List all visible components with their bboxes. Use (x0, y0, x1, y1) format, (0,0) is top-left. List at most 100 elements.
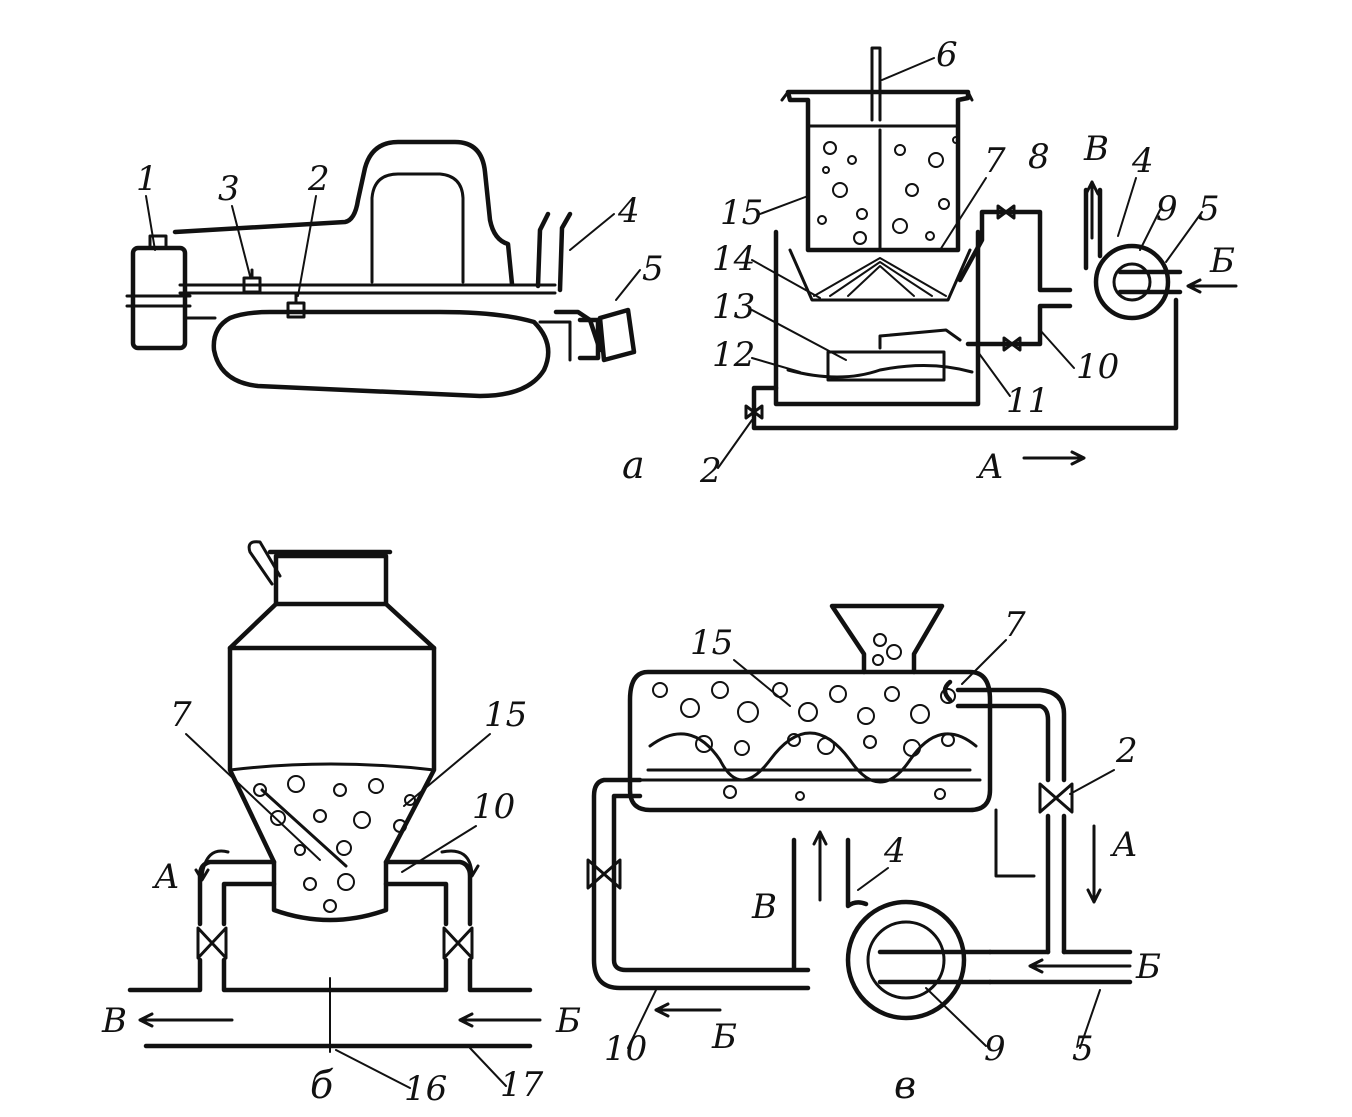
label-b: Б (1209, 241, 1235, 281)
engine-part-5 (577, 307, 637, 363)
hopper-fill-level (228, 762, 436, 772)
funnel (829, 603, 945, 675)
label-14: 14 (712, 239, 755, 279)
label-7: 7 (984, 141, 1006, 181)
label-b-c-left: Б (711, 1017, 737, 1057)
spray-cone-14 (788, 248, 972, 302)
pump-9-impeller (1112, 262, 1152, 302)
label-4: 4 (617, 191, 640, 231)
panel-b-hopper: 7 15 10 А В Б 16 17 б (101, 540, 581, 1109)
heater-unit-cap (125, 234, 192, 308)
label-5-c: 5 (1072, 1029, 1094, 1069)
label-10-c: 10 (604, 1029, 647, 1069)
label-5: 5 (642, 249, 664, 289)
label-15-b: 15 (484, 695, 527, 735)
drum-body (627, 669, 993, 813)
caption-a: а (622, 443, 645, 487)
label-2-c: 2 (1115, 731, 1138, 771)
track-outline (211, 309, 551, 399)
flow-arrow-a-b (194, 849, 230, 882)
flow-arrow-up-c (812, 830, 828, 902)
heater-unit-1 (130, 245, 188, 351)
label-17: 17 (500, 1065, 544, 1105)
label-10: 10 (1076, 347, 1119, 387)
flow-arrow-right-b (440, 849, 480, 878)
spray-nozzles-7 (813, 257, 947, 297)
leader-lines-left (145, 195, 641, 301)
label-b-b: Б (555, 1001, 581, 1041)
hopper-bubbles (253, 775, 416, 913)
valve-left-c (586, 858, 622, 890)
panel-a-right-schematic: 6 7 8 В 4 9 5 Б 15 14 13 12 10 11 2 А а (622, 35, 1238, 491)
inlet-5-pipe (987, 949, 1133, 985)
flow-arrow-v-b (138, 1012, 234, 1028)
hopper-handle (247, 540, 282, 586)
pump-inlet-5 (1117, 269, 1183, 295)
label-7-c: 7 (1004, 605, 1026, 645)
label-6: 6 (936, 35, 958, 75)
label-11: 11 (1006, 381, 1049, 421)
label-15: 15 (720, 193, 763, 233)
outer-chamber (773, 229, 981, 407)
label-2-bottom: 2 (699, 451, 722, 491)
flow-arrow-a (1022, 450, 1086, 466)
pump-9-c-hub (866, 920, 946, 1000)
hopper-top-cone (227, 601, 437, 651)
tank-body (785, 89, 971, 253)
pump-outlet-4-c (791, 837, 869, 971)
right-vertical-pipe (1045, 813, 1067, 955)
return-line (994, 808, 1036, 878)
tank-lid (780, 90, 974, 102)
outlet-pipe-left (197, 859, 277, 927)
drum-agitator (648, 731, 978, 784)
drum-grate (638, 768, 982, 782)
label-a-c: А (1110, 825, 1138, 865)
flow-arrow-v (1084, 180, 1100, 240)
label-3: 3 (218, 169, 240, 209)
flow-arrow-b-right-c (1028, 958, 1132, 974)
inlet-10-pipe (383, 859, 473, 927)
water-level-12 (786, 364, 974, 379)
panel-c-drum: 15 7 2 А 4 В Б Б 10 9 5 в (586, 603, 1161, 1107)
label-1: 1 (136, 159, 158, 199)
water-line (183, 316, 572, 362)
valve-8 (996, 204, 1016, 220)
vent-7 (942, 679, 1067, 783)
leader-lines-c (627, 639, 1115, 1049)
label-v-c: В (751, 887, 777, 927)
caption-b: б (310, 1063, 334, 1107)
hopper-lid (267, 549, 393, 607)
label-b-c-right: Б (1135, 947, 1161, 987)
fuel-line (178, 283, 557, 295)
pump-outlet-4 (1083, 187, 1103, 271)
label-5-right: 5 (1198, 189, 1220, 229)
label-a: А (976, 447, 1004, 487)
label-7-b: 7 (170, 695, 192, 735)
label-a-b: А (152, 857, 180, 897)
label-12: 12 (712, 335, 755, 375)
lower-pipes (127, 957, 533, 1049)
valve-11 (1002, 336, 1022, 352)
flow-arrow-b (1186, 278, 1238, 294)
drum-bubbles (652, 633, 956, 801)
label-9-c: 9 (984, 1029, 1006, 1069)
label-v-b: В (101, 1001, 127, 1041)
label-10-b: 10 (472, 787, 515, 827)
label-v: В (1083, 129, 1109, 169)
burner-13 (826, 350, 946, 382)
valve-left (196, 926, 228, 960)
shaft-6 (870, 46, 882, 122)
cabin-outline (172, 139, 515, 287)
label-15-c: 15 (690, 623, 733, 663)
flow-arrow-b-left-c (654, 1002, 722, 1018)
exhaust-pipes (535, 211, 603, 353)
nozzle-7 (260, 788, 348, 868)
flow-arrow-a-c (1086, 824, 1102, 904)
label-2: 2 (307, 159, 330, 199)
valve-right (442, 926, 474, 960)
upper-return-loop (957, 209, 1073, 293)
label-16: 16 (404, 1069, 447, 1109)
flow-arrow-b-b (458, 1012, 542, 1028)
label-4-c: 4 (883, 831, 906, 871)
